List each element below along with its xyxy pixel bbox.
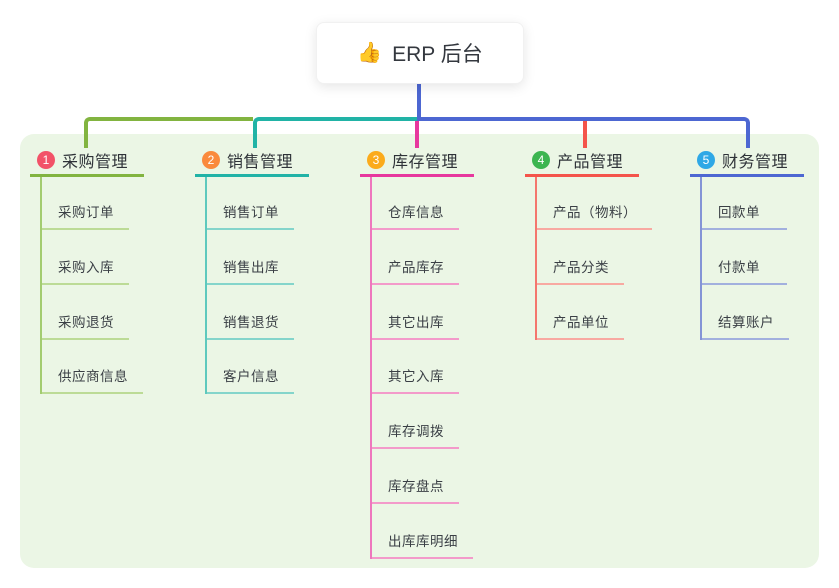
root-node[interactable]: 👍 ERP 后台	[316, 22, 524, 84]
branch-title-node[interactable]: 4 产品管理	[525, 146, 639, 177]
branch-title-node[interactable]: 1 采购管理	[30, 146, 144, 177]
branch-trunk-line	[535, 177, 537, 340]
root-node-label: ERP 后台	[392, 43, 483, 66]
branch-number-badge: 3	[367, 151, 385, 169]
branch-label: 销售管理	[227, 154, 294, 171]
branch-4: 4 产品管理产品（物料）产品分类产品单位	[525, 146, 690, 340]
connector-branch-3	[415, 121, 419, 148]
branch-2: 2 销售管理销售订单销售出库销售退货客户信息	[195, 146, 360, 395]
branch-children: 回款单付款单结算账户	[700, 177, 839, 340]
branch-label: 采购管理	[62, 154, 129, 171]
root-connector-line	[417, 81, 421, 119]
branch-5: 5 财务管理回款单付款单结算账户	[690, 146, 839, 340]
branch-label: 产品管理	[557, 154, 624, 171]
connector-branch-5	[417, 117, 750, 148]
child-node[interactable]: 仓库信息	[370, 177, 459, 230]
child-node[interactable]: 产品单位	[535, 285, 624, 340]
child-node[interactable]: 采购退货	[40, 285, 129, 340]
branch-number-badge: 1	[37, 151, 55, 169]
branch-trunk-line	[40, 177, 42, 395]
branch-trunk-line	[205, 177, 207, 395]
child-node[interactable]: 出库库明细	[370, 504, 473, 559]
child-node[interactable]: 付款单	[700, 230, 787, 285]
child-node[interactable]: 其它出库	[370, 285, 459, 340]
branch-1: 1 采购管理采购订单采购入库采购退货供应商信息	[30, 146, 195, 395]
child-node[interactable]: 其它入库	[370, 340, 459, 395]
branch-title-node[interactable]: 3 库存管理	[360, 146, 474, 177]
child-node[interactable]: 结算账户	[700, 285, 789, 340]
branch-trunk-line	[370, 177, 372, 559]
child-node[interactable]: 回款单	[700, 177, 787, 230]
branch-children: 采购订单采购入库采购退货供应商信息	[40, 177, 195, 395]
connector-branch-2	[253, 117, 419, 148]
child-node[interactable]: 产品（物料）	[535, 177, 652, 230]
child-node[interactable]: 产品分类	[535, 230, 624, 285]
branch-trunk-line	[700, 177, 702, 340]
child-node[interactable]: 销售出库	[205, 230, 294, 285]
branch-number-badge: 2	[202, 151, 220, 169]
child-node[interactable]: 销售退货	[205, 285, 294, 340]
child-node[interactable]: 库存盘点	[370, 449, 459, 504]
branch-title-node[interactable]: 2 销售管理	[195, 146, 309, 177]
branch-title-node[interactable]: 5 财务管理	[690, 146, 804, 177]
child-node[interactable]: 客户信息	[205, 340, 294, 395]
branch-label: 财务管理	[722, 154, 789, 171]
branch-number-badge: 5	[697, 151, 715, 169]
branch-label: 库存管理	[392, 154, 459, 171]
child-node[interactable]: 库存调拨	[370, 394, 459, 450]
branch-children: 产品（物料）产品分类产品单位	[535, 177, 690, 340]
connector-branch-1	[84, 117, 253, 148]
branch-number-badge: 4	[532, 151, 550, 169]
child-node[interactable]: 产品库存	[370, 230, 459, 285]
child-node[interactable]: 采购订单	[40, 177, 129, 230]
connector-branch-4	[583, 121, 587, 148]
branch-3: 3 库存管理仓库信息产品库存其它出库其它入库库存调拨库存盘点出库库明细	[360, 146, 525, 559]
branch-children: 仓库信息产品库存其它出库其它入库库存调拨库存盘点出库库明细	[370, 177, 525, 559]
child-node[interactable]: 采购入库	[40, 230, 129, 285]
child-node[interactable]: 供应商信息	[40, 340, 143, 395]
thumbs-up-icon: 👍	[357, 42, 383, 64]
branches-background-panel	[20, 134, 819, 568]
child-node[interactable]: 销售订单	[205, 177, 294, 230]
branch-children: 销售订单销售出库销售退货客户信息	[205, 177, 360, 395]
